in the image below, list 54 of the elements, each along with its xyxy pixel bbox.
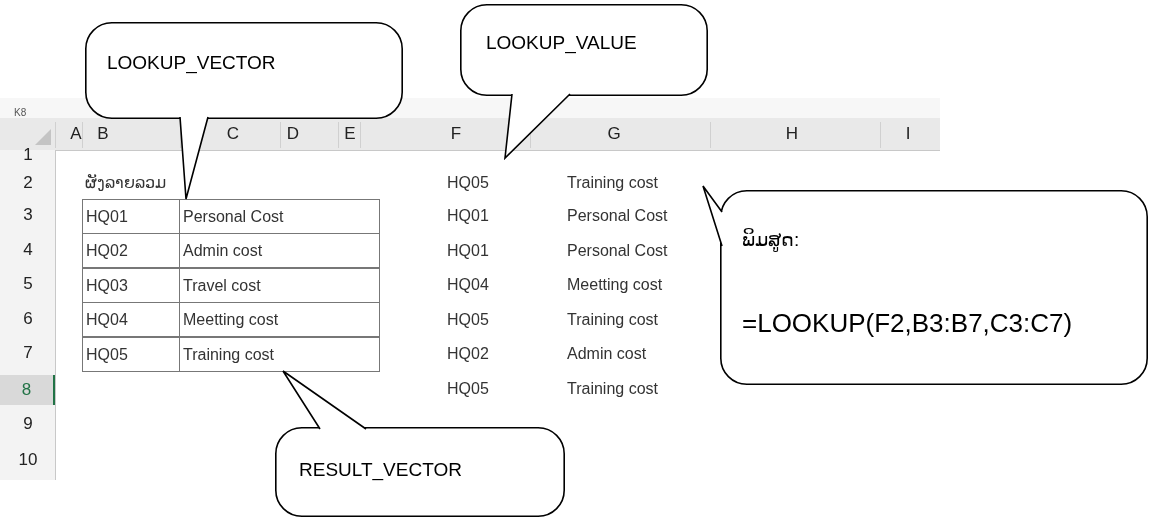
selected-row-number: 8 <box>0 375 55 405</box>
column-letter: G <box>606 124 622 144</box>
speech-bubble <box>275 370 565 517</box>
table-cell: Personal Cost <box>179 199 380 234</box>
callout-text: LOOKUP_VECTOR <box>107 52 276 74</box>
table-cell: HQ01 <box>82 199 180 234</box>
cell-text: HQ05 <box>447 309 489 330</box>
table-cell: Meetting cost <box>179 302 380 338</box>
callout-text: RESULT_VECTOR <box>299 459 462 481</box>
cell-text: HQ04 <box>447 275 489 295</box>
speech-bubble <box>460 4 708 159</box>
cell-text: Admin cost <box>567 344 647 364</box>
table-cell: Travel cost <box>179 267 380 303</box>
column-letter: B <box>96 124 110 144</box>
column-letter: C <box>225 124 241 144</box>
cell-text: Training cost <box>567 379 658 399</box>
cell-text: Meetting cost <box>567 275 663 295</box>
table-cell: HQ05 <box>82 336 180 372</box>
table-cell: Admin cost <box>179 233 380 269</box>
cell-text: HQ05 <box>447 173 489 193</box>
row-number: 1 <box>22 145 34 165</box>
cell-text: HQ05 <box>447 379 489 399</box>
speech-bubble <box>702 185 1148 385</box>
column-letter: H <box>784 124 800 144</box>
table-cell: HQ03 <box>82 267 180 303</box>
row-number: 5 <box>22 274 34 294</box>
cell-text: Personal Cost <box>567 240 668 261</box>
table-cell: HQ02 <box>82 233 180 269</box>
cell-text: ຜັງລາຍລວມ <box>85 173 166 193</box>
cell-text: HQ02 <box>447 344 489 364</box>
column-letter: A <box>69 124 83 144</box>
cell-text: Training cost <box>567 173 658 193</box>
cell-text: Personal Cost <box>567 206 668 226</box>
callout-text: =LOOKUP(F2,B3:B7,C3:C7) <box>742 308 1073 339</box>
callout-text: LOOKUP_VALUE <box>486 32 637 54</box>
column-letter: F <box>449 124 463 144</box>
column-letter: I <box>904 124 912 144</box>
row-number: 4 <box>22 239 34 260</box>
row-number: 10 <box>17 450 39 470</box>
cell-text: HQ01 <box>447 206 489 226</box>
row-number: 9 <box>22 414 34 434</box>
row-number: 2 <box>22 173 34 193</box>
cell-reference: K8 <box>14 106 27 120</box>
column-letter: E <box>343 124 357 144</box>
speech-bubble <box>85 22 403 200</box>
table-cell: HQ04 <box>82 302 180 338</box>
row-number: 7 <box>22 343 34 363</box>
column-letter: D <box>285 124 301 144</box>
table-cell: Training cost <box>179 336 380 372</box>
callout-text: ພິມສູດ: <box>742 228 800 251</box>
row-number: 6 <box>22 308 34 329</box>
cell-text: HQ01 <box>447 240 489 261</box>
row-number: 3 <box>22 205 34 225</box>
cell-text: Training cost <box>567 309 658 330</box>
